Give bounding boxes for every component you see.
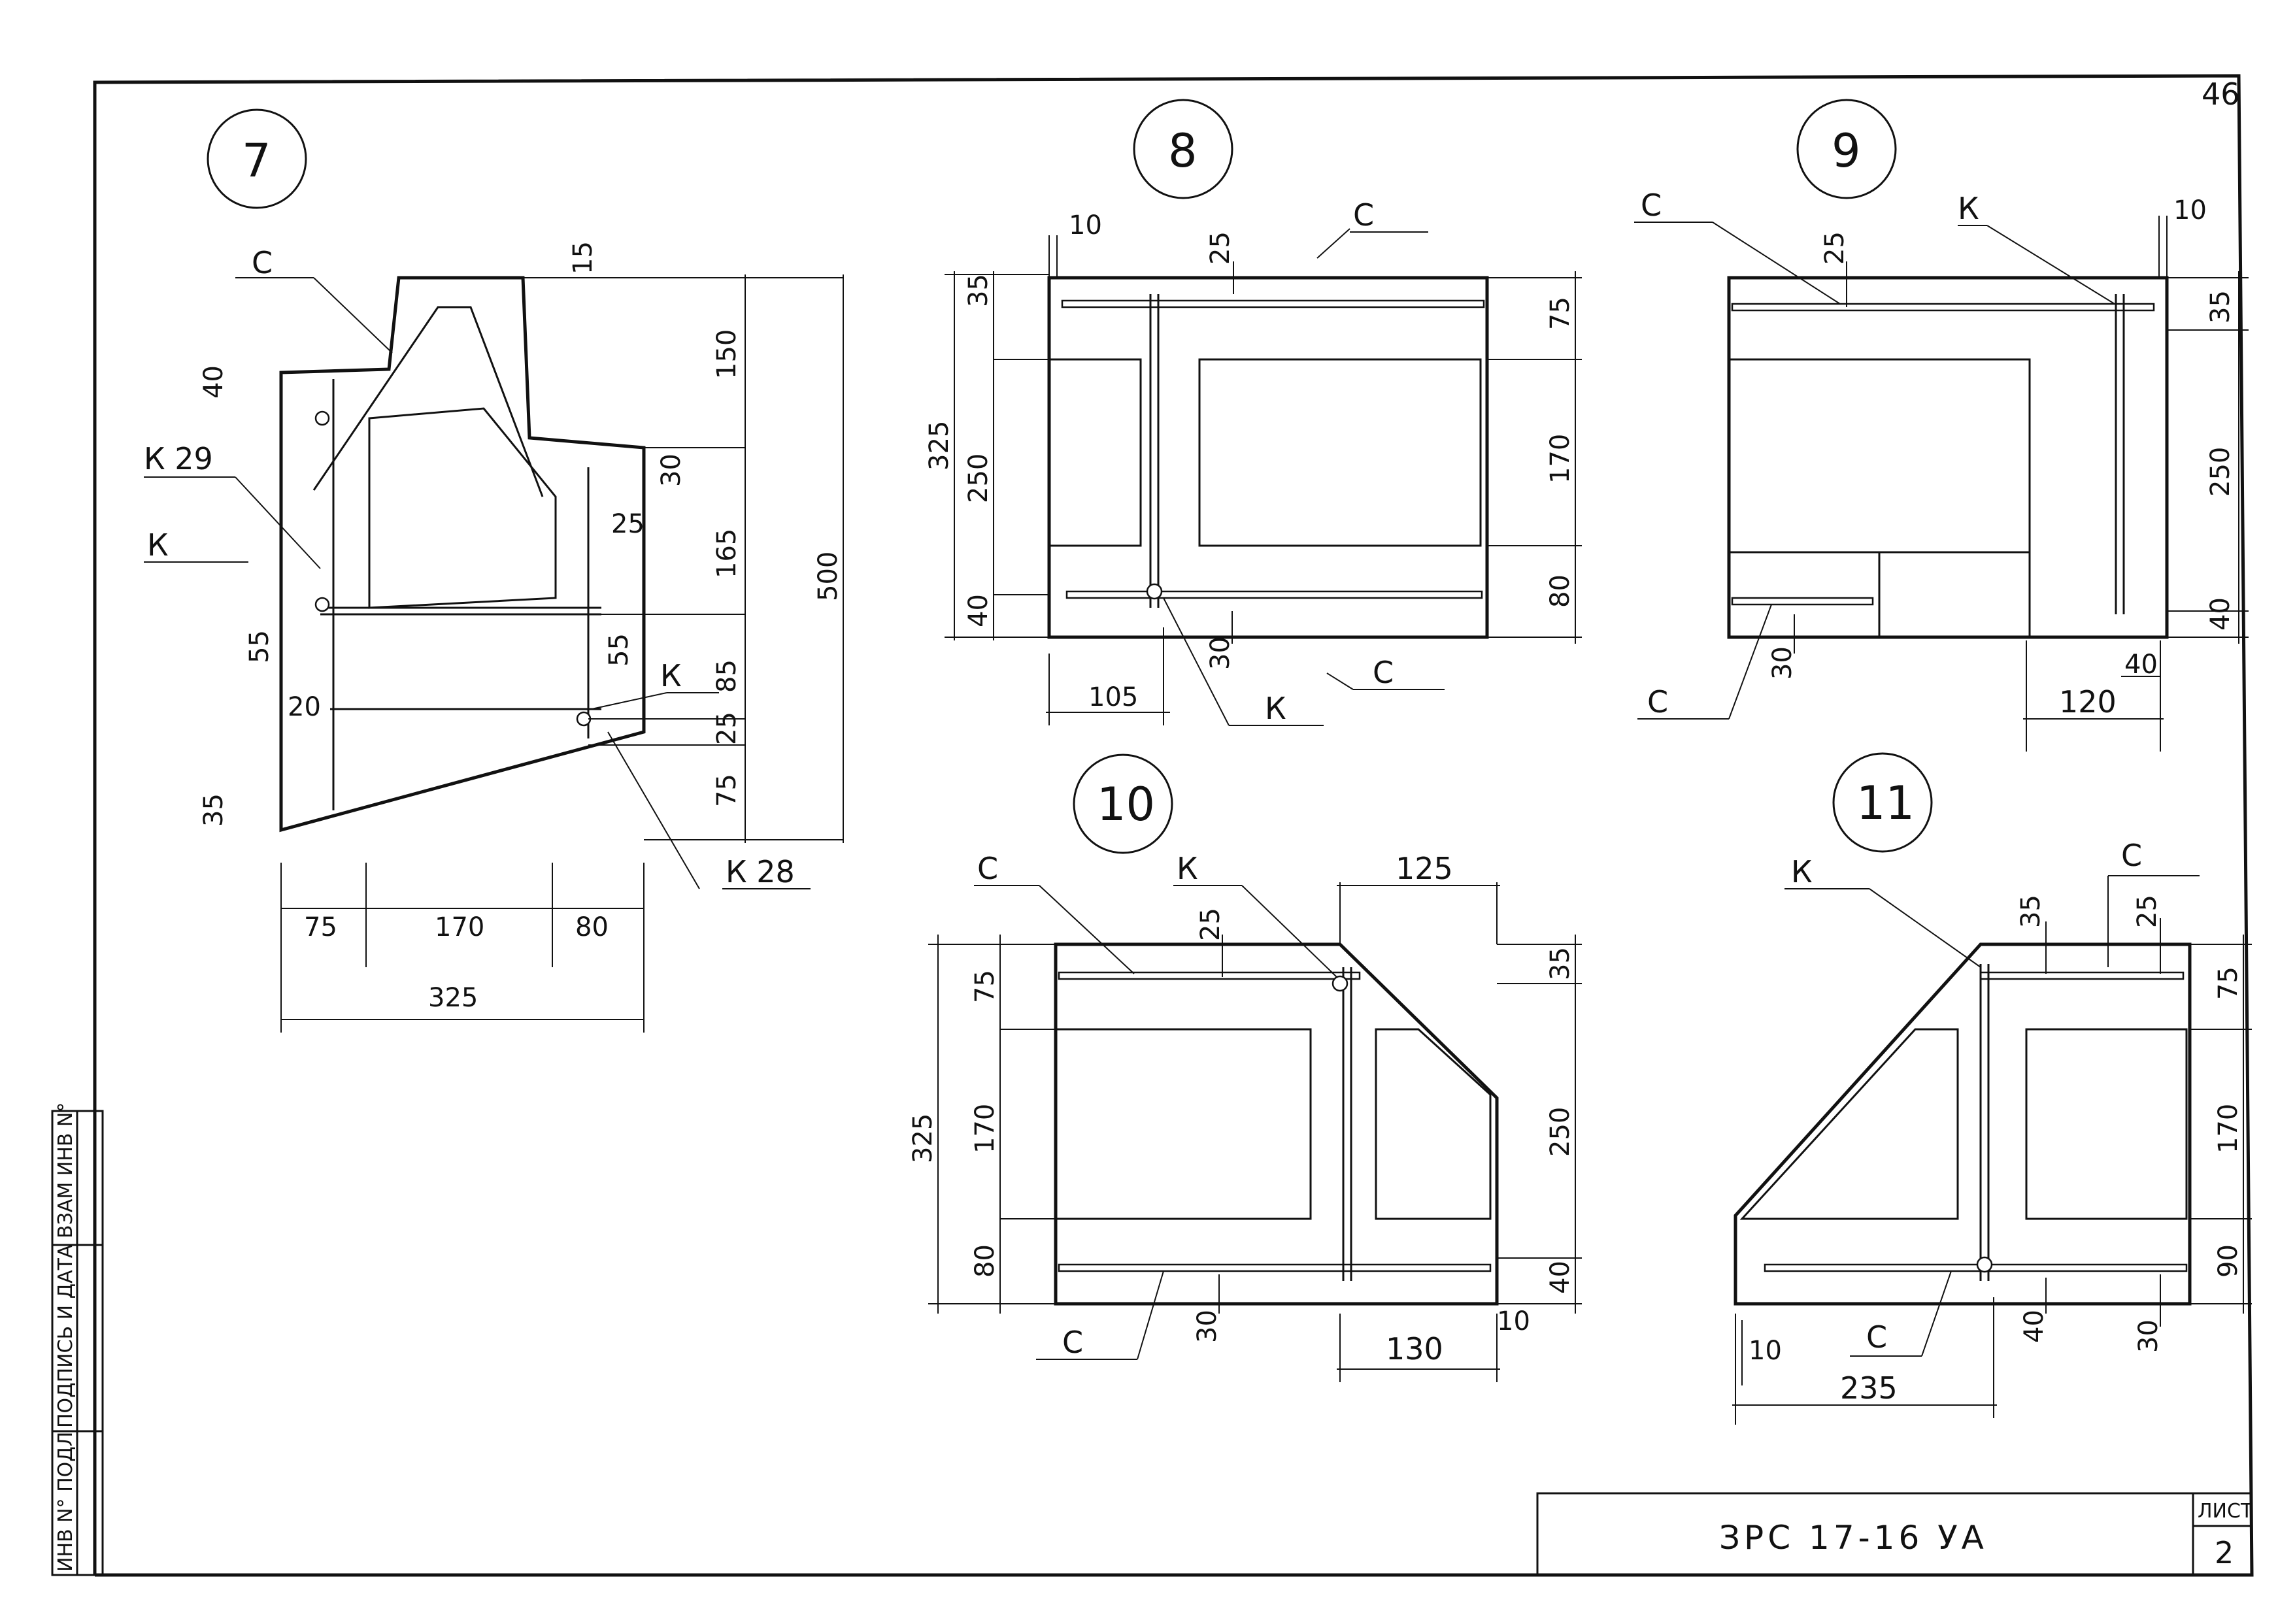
d11-dim-235: 235 (1840, 1370, 1898, 1406)
title-block: ЗРС 17-16 УА ЛИСТ 2 (1536, 1492, 2253, 1575)
d9-dim-120: 120 (2059, 684, 2117, 720)
d11-dim-90: 90 (2213, 1244, 2243, 1278)
detail-11-number: 11 (1856, 776, 1915, 830)
sheet-frame (93, 74, 2254, 1577)
doc-code: ЗРС 17-16 УА (1719, 1519, 1988, 1557)
d10-label-c-bottom: С (1062, 1325, 1083, 1360)
d7-dim-325h: 325 (428, 983, 478, 1013)
page-number: 46 (2202, 76, 2240, 112)
detail-9-number: 9 (1832, 124, 1861, 178)
d7-label-c: С (252, 245, 273, 280)
d10-dim-30: 30 (1192, 1310, 1222, 1343)
d11-label-k: К (1791, 854, 1813, 889)
d7-dim-40: 40 (199, 365, 229, 399)
d7-dim-75h: 75 (304, 912, 337, 942)
d10-dim-325: 325 (908, 1114, 938, 1163)
d9-label-c-top: С (1641, 188, 1662, 223)
d8-dim-250: 250 (963, 454, 994, 503)
detail-7: 7 15 40 150 30 (144, 108, 844, 1033)
d10-dim-25: 25 (1196, 908, 1226, 941)
d7-dim-55b: 55 (604, 633, 634, 667)
d10-dim-80: 80 (970, 1244, 1000, 1278)
detail-10: 10 125 25 (908, 754, 1582, 1382)
d9-dim-40b: 40 (2124, 650, 2158, 680)
d11-label-c-top: С (2121, 838, 2142, 873)
d7-dim-35: 35 (199, 793, 229, 827)
d11-dim-30: 30 (2134, 1319, 2164, 1353)
d10-dim-75: 75 (970, 970, 1000, 1003)
d10-dim-250: 250 (1545, 1107, 1575, 1157)
d11-dim-35: 35 (2016, 895, 2046, 928)
sheet-number: 2 (2215, 1535, 2234, 1570)
d9-dim-30: 30 (1767, 646, 1798, 680)
detail-10-number: 10 (1097, 778, 1155, 831)
d9-dim-40a: 40 (2205, 597, 2236, 631)
d11-dim-170: 170 (2213, 1104, 2243, 1153)
d7-dim-85: 85 (712, 659, 742, 693)
d8-dim-170: 170 (1545, 434, 1575, 484)
d10-dim-35: 35 (1545, 947, 1575, 980)
d9-dim-10: 10 (2173, 195, 2207, 225)
d11-dim-10: 10 (1749, 1336, 1782, 1366)
stamp-podpis: ПОДПИСЬ И ДАТА (54, 1244, 77, 1428)
d7-dim-500: 500 (813, 552, 843, 601)
d10-dim-130: 130 (1386, 1331, 1443, 1367)
d7-dim-170h: 170 (435, 912, 484, 942)
d11-dim-75: 75 (2213, 967, 2243, 1000)
d9-label-c-bottom: С (1647, 684, 1668, 720)
d8-dim-35: 35 (963, 274, 994, 307)
d7-label-k-right: К (660, 658, 682, 693)
d10-dim-125: 125 (1396, 851, 1453, 886)
d10-label-k: К (1177, 851, 1198, 886)
d8-dim-10: 10 (1069, 210, 1102, 240)
d7-dim-25: 25 (611, 509, 645, 539)
d7-dim-55a: 55 (244, 630, 275, 663)
detail-11: 11 35 25 75 170 90 10 40 30 (1732, 752, 2252, 1425)
d8-label-k: К (1265, 691, 1286, 726)
d7-dim-15: 15 (568, 241, 598, 274)
d7-dim-165: 165 (712, 529, 742, 578)
d10-dim-10: 10 (1497, 1306, 1530, 1336)
d7-dim-25b: 25 (712, 712, 742, 745)
d11-dim-25: 25 (2132, 895, 2162, 928)
stamp-inv: ИНВ N° ПОДЛ (54, 1432, 77, 1572)
d9-dim-25: 25 (1820, 231, 1850, 265)
d8-dim-80: 80 (1545, 574, 1575, 608)
detail-9: 9 10 25 35 250 40 40 30 120 (1634, 99, 2249, 752)
d9-label-k: К (1958, 191, 1979, 226)
d11-label-c-bottom: С (1866, 1319, 1887, 1355)
d10-dim-40: 40 (1545, 1261, 1575, 1294)
sheet-label: ЛИСТ (2198, 1500, 2253, 1523)
d10-dim-170: 170 (970, 1104, 1000, 1153)
d8-dim-325: 325 (924, 421, 954, 471)
d7-dim-30: 30 (656, 454, 686, 487)
d7-label-k28: К 28 (726, 854, 795, 889)
d7-label-k29: К 29 (144, 441, 213, 476)
d7-dim-75: 75 (712, 774, 742, 807)
d8-label-c-bottom: С (1373, 655, 1394, 690)
detail-8-number: 8 (1168, 124, 1198, 178)
d7-dim-20: 20 (288, 692, 321, 722)
d8-dim-105: 105 (1088, 682, 1138, 712)
d8-dim-25: 25 (1205, 231, 1235, 265)
d10-label-c-top: С (977, 851, 998, 886)
d11-dim-40: 40 (2019, 1310, 2049, 1343)
d8-dim-75: 75 (1545, 297, 1575, 330)
d7-dim-150: 150 (712, 329, 742, 379)
approval-stamp: ВЗАМ ИНВ N° ПОДПИСЬ И ДАТА ИНВ N° ПОДЛ (51, 1102, 104, 1576)
d8-label-c-top: С (1353, 197, 1374, 233)
detail-7-number: 7 (242, 134, 271, 188)
d8-dim-40: 40 (963, 594, 994, 627)
d9-dim-35: 35 (2205, 290, 2236, 323)
d7-label-k: К (147, 527, 169, 563)
stamp-vzam: ВЗАМ ИНВ N° (54, 1102, 77, 1238)
d9-dim-250: 250 (2205, 447, 2236, 497)
d7-dim-80h: 80 (575, 912, 609, 942)
d8-dim-30: 30 (1205, 637, 1235, 670)
detail-8: 8 10 25 (924, 99, 1582, 726)
